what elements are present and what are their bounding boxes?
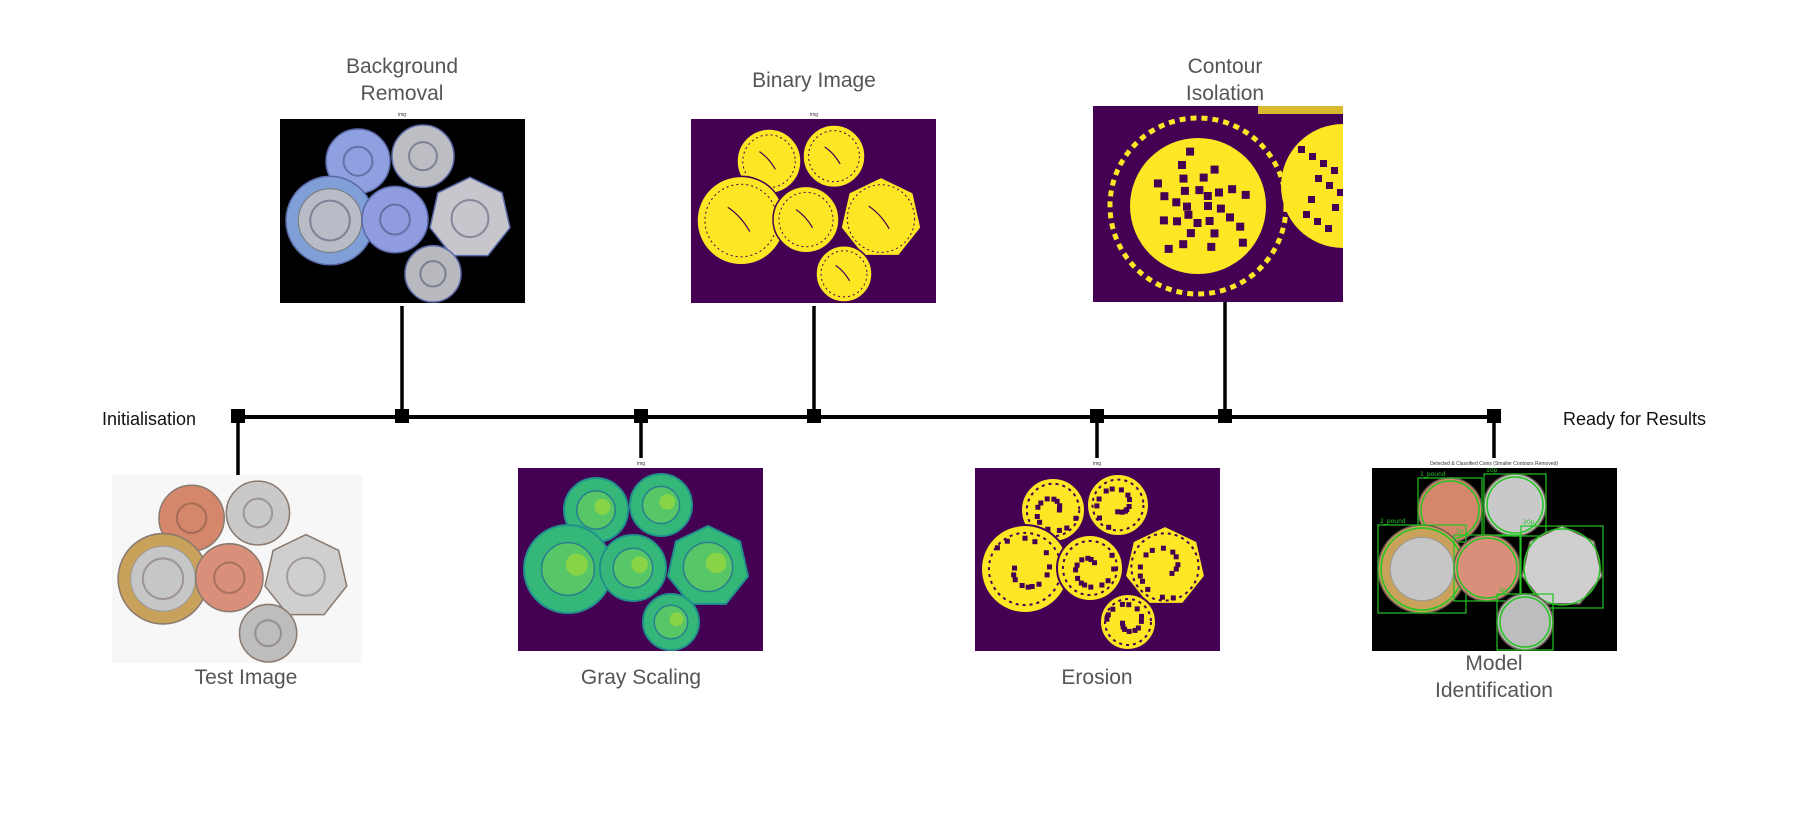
caption-background-removal: img: [398, 112, 406, 118]
thumbnail-erosion: [975, 468, 1220, 651]
detection-label: 1p: [1456, 528, 1464, 535]
step-label-erosion: Erosion: [1061, 664, 1132, 691]
detection-label: 2_pound: [1380, 518, 1406, 525]
thumbnail-model-identification: 1_pound 10p 2_pound 1p 20p 5p: [1372, 468, 1617, 651]
thumbnail-contour-isolation: [1093, 106, 1343, 302]
step-label-gray-scaling: Gray Scaling: [581, 664, 701, 691]
step-label-binary-image: Binary Image: [752, 67, 876, 94]
model-identification-svg: 1_pound 10p 2_pound 1p 20p 5p: [1372, 468, 1617, 651]
timeline-node-contour-isolation: [1218, 409, 1232, 423]
caption-erosion: img: [1093, 461, 1101, 467]
thumbnail-gray-scaling: [518, 468, 763, 651]
timeline-end-label: Ready for Results: [1563, 408, 1706, 430]
detection-label: 1_pound: [1420, 471, 1446, 478]
thumbnail-background-removal: [280, 119, 525, 303]
thumbnail-binary-image: [691, 119, 936, 303]
coins-original-svg: [112, 475, 362, 663]
step-label-background-removal: Background Removal: [346, 53, 458, 107]
detection-label: 20p: [1523, 519, 1535, 526]
caption-model-identification: Detected & Classified Coins (Smaller Con…: [1430, 461, 1558, 467]
timeline-node-model-identification: [1487, 409, 1501, 423]
detection-label: 5p: [1499, 587, 1507, 594]
contour-isolation-svg: [1093, 106, 1343, 302]
timeline-node-gray-scaling: [634, 409, 648, 423]
step-label-test-image: Test Image: [195, 664, 298, 691]
coins-erosion-svg: [975, 468, 1220, 651]
coins-bgremoved-svg: [280, 119, 525, 303]
timeline-node-erosion: [1090, 409, 1104, 423]
step-label-contour-isolation: Contour Isolation: [1186, 53, 1264, 107]
step-label-model-identification: Model Identification: [1435, 650, 1553, 704]
caption-gray-scaling: img: [637, 461, 645, 467]
timeline-node-background-removal: [395, 409, 409, 423]
coins-gray-svg: [518, 468, 763, 651]
timeline-node-test-image: [231, 409, 245, 423]
detection-label: 10p: [1486, 468, 1498, 474]
caption-binary-image: img: [810, 112, 818, 118]
coins-binary-svg: [691, 119, 936, 303]
timeline-start-label: Initialisation: [102, 408, 196, 430]
timeline-node-binary-image: [807, 409, 821, 423]
thumbnail-test-image: [112, 475, 362, 663]
